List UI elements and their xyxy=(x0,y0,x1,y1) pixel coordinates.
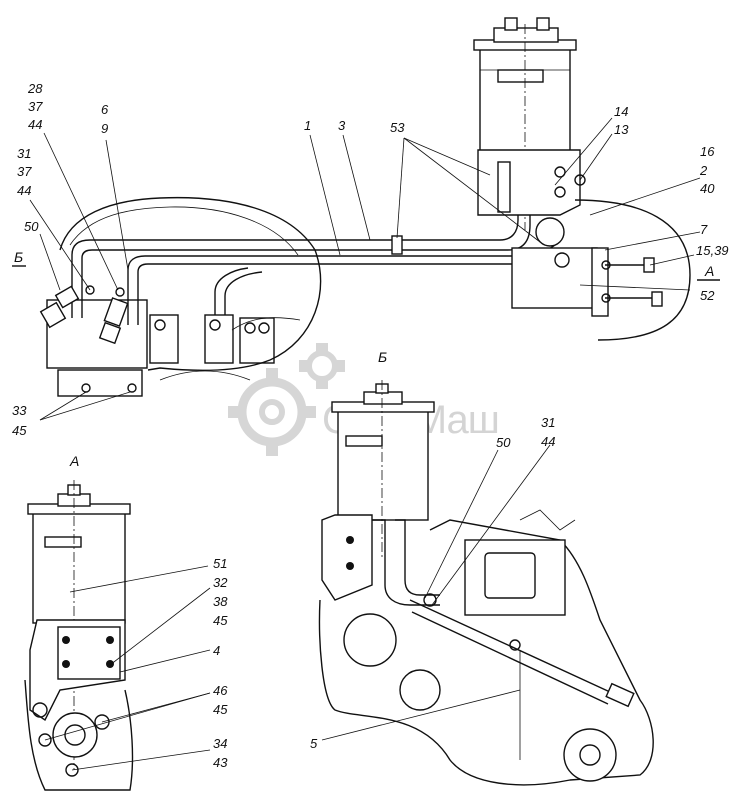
callout-7: 7 xyxy=(700,222,708,237)
cover-plate-inner xyxy=(484,552,536,599)
reservoir-b-top xyxy=(363,391,403,405)
watermark-gear-teeth xyxy=(228,343,345,456)
bolt xyxy=(127,383,137,393)
callout-38: 38 xyxy=(213,594,228,609)
bolt xyxy=(106,660,114,668)
callout-31-b: 31 xyxy=(541,415,555,430)
bracket-b xyxy=(321,514,373,601)
view-title-b: Б xyxy=(378,349,387,365)
callout-44-c: 44 xyxy=(541,434,555,449)
callout-33: 33 xyxy=(12,403,27,418)
callout-43: 43 xyxy=(213,755,228,770)
bolt xyxy=(106,636,114,644)
power-steering-pump xyxy=(511,217,663,317)
callout-14: 14 xyxy=(614,104,628,119)
callout-5: 5 xyxy=(310,736,318,751)
bolt xyxy=(62,660,70,668)
mounting-bracket-plate xyxy=(57,369,143,397)
gear-b xyxy=(399,669,441,711)
pulley-a xyxy=(52,712,98,758)
callout-4: 4 xyxy=(213,643,220,658)
gearbox-housing xyxy=(318,519,654,786)
pump-a-body xyxy=(24,679,134,791)
callout-6: 6 xyxy=(101,102,109,117)
callout-50-b: 50 xyxy=(496,435,511,450)
callout-32: 32 xyxy=(213,575,228,590)
bracket-a-plate xyxy=(57,626,121,680)
callout-46: 46 xyxy=(213,683,228,698)
callout-1: 1 xyxy=(304,118,311,133)
callout-31: 31 xyxy=(17,146,31,161)
main-view xyxy=(39,17,691,397)
bolt xyxy=(32,702,48,718)
callout-28: 28 xyxy=(27,81,43,96)
pipe-b xyxy=(372,519,440,606)
callout-13: 13 xyxy=(614,122,629,137)
callout-37-b: 37 xyxy=(17,164,32,179)
engine-outline-inner xyxy=(69,206,299,256)
pipe-b-second xyxy=(395,519,440,596)
view-a xyxy=(24,480,134,791)
callout-2: 2 xyxy=(699,163,708,178)
bolt xyxy=(509,639,521,651)
engine-block xyxy=(46,299,148,369)
reservoir-bracket xyxy=(477,149,586,216)
callout-45-c: 45 xyxy=(213,702,228,717)
callout-3: 3 xyxy=(338,118,346,133)
pulley-b-lower xyxy=(563,728,617,782)
rod-end-fitting xyxy=(605,682,635,708)
cover-plate xyxy=(464,539,566,616)
view-title-a: А xyxy=(69,453,79,469)
view-marker-b: Б xyxy=(14,249,23,265)
bolt xyxy=(346,536,354,544)
callout-45-b: 45 xyxy=(213,613,228,628)
engine-outline xyxy=(59,196,322,372)
bolt xyxy=(65,763,79,777)
callout-37: 37 xyxy=(28,99,43,114)
pipe-coupling xyxy=(391,235,403,255)
hose-fitting-right xyxy=(98,287,129,345)
bolt xyxy=(346,562,354,570)
leader-lines xyxy=(29,117,701,771)
bolt xyxy=(38,733,52,747)
callout-45: 45 xyxy=(12,423,27,438)
callout-40: 40 xyxy=(700,181,715,196)
linkage-top xyxy=(519,509,576,531)
reservoir-b xyxy=(337,409,429,521)
callout-34: 34 xyxy=(213,736,227,751)
callout-53: 53 xyxy=(390,120,405,135)
pipe-1 xyxy=(71,170,531,318)
pulley-b-hub xyxy=(579,744,601,766)
callout-44: 44 xyxy=(28,117,42,132)
callout-51: 51 xyxy=(213,556,227,571)
view-b xyxy=(318,380,654,786)
bolt xyxy=(62,636,70,644)
pulley-a-hub xyxy=(64,724,86,746)
hose-fitting-left xyxy=(39,285,95,329)
pipe-3 xyxy=(127,244,563,325)
view-marker-a: А xyxy=(704,263,714,279)
callout-16: 16 xyxy=(700,144,715,159)
reservoir-a-label-plate xyxy=(44,536,82,548)
reservoir-a xyxy=(32,512,126,624)
callout-50: 50 xyxy=(24,219,39,234)
pump-housing-outline xyxy=(574,199,691,341)
callout-52: 52 xyxy=(700,288,715,303)
callout-labels: 28 37 44 6 9 31 37 44 50 1 3 53 14 13 16… xyxy=(12,81,729,770)
pulley-b xyxy=(343,613,397,667)
injectors xyxy=(149,267,301,381)
callout-9: 9 xyxy=(101,121,108,136)
callout-15-39: 15,39 xyxy=(696,243,729,258)
oil-reservoir xyxy=(473,17,577,230)
callout-44-b: 44 xyxy=(17,183,31,198)
